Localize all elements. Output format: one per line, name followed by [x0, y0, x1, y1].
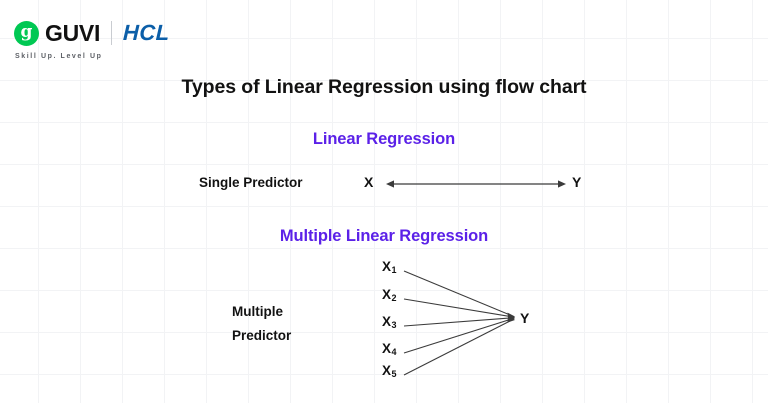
predictor-subscript: 3: [391, 320, 397, 330]
predictor-node-x1: X1: [382, 259, 397, 275]
logo-divider: [111, 21, 113, 45]
predictor-base: X: [382, 314, 392, 329]
predictor-base: X: [382, 259, 392, 274]
multiple-predictor-diagram: X1 X2 X3 X4 X5: [382, 258, 542, 379]
guvi-logo-icon: g: [14, 20, 39, 46]
guvi-tagline: Skill Up. Level Up: [15, 53, 103, 60]
multiple-response-node-y: Y: [520, 310, 530, 326]
predictor-base: X: [382, 287, 392, 302]
predictor-subscript: 5: [391, 369, 397, 379]
predictor-base: X: [382, 363, 392, 378]
brand-logo-bar: g GUVI HCL Skill Up. Level Up: [14, 18, 170, 60]
predictor-node-x3: X3: [382, 314, 397, 330]
converging-arrows-icon: [403, 270, 515, 376]
single-predictor-diagram: Single Predictor X Y: [0, 172, 768, 198]
single-response-node-y: Y: [572, 174, 582, 190]
guvi-logo-glyph: g: [20, 21, 33, 42]
predictor-subscript: 1: [391, 265, 397, 275]
multiple-predictor-label-line2: Predictor: [232, 328, 292, 343]
predictor-base: X: [382, 341, 392, 356]
section-heading-linear-regression: Linear Regression: [312, 130, 456, 148]
logo-row: g GUVI HCL: [14, 18, 170, 48]
hcl-wordmark: HCL: [122, 20, 171, 45]
double-headed-arrow-icon: [386, 180, 566, 188]
single-predictor-label: Single Predictor: [199, 175, 303, 190]
predictor-node-x4: X4: [382, 341, 397, 357]
single-predictor-node-x: X: [364, 174, 374, 190]
predictor-subscript: 2: [391, 293, 397, 303]
guvi-wordmark: GUVI: [45, 19, 101, 46]
multiple-predictor-label-line1: Multiple: [232, 304, 283, 319]
predictor-node-x2: X2: [382, 287, 397, 303]
section-heading-multiple-linear-regression: Multiple Linear Regression: [279, 227, 489, 245]
multiple-predictor-label: Multiple Predictor: [232, 300, 291, 348]
page-title: Types of Linear Regression using flow ch…: [181, 76, 587, 98]
predictor-node-x5: X5: [382, 363, 397, 379]
predictor-subscript: 4: [391, 347, 397, 357]
